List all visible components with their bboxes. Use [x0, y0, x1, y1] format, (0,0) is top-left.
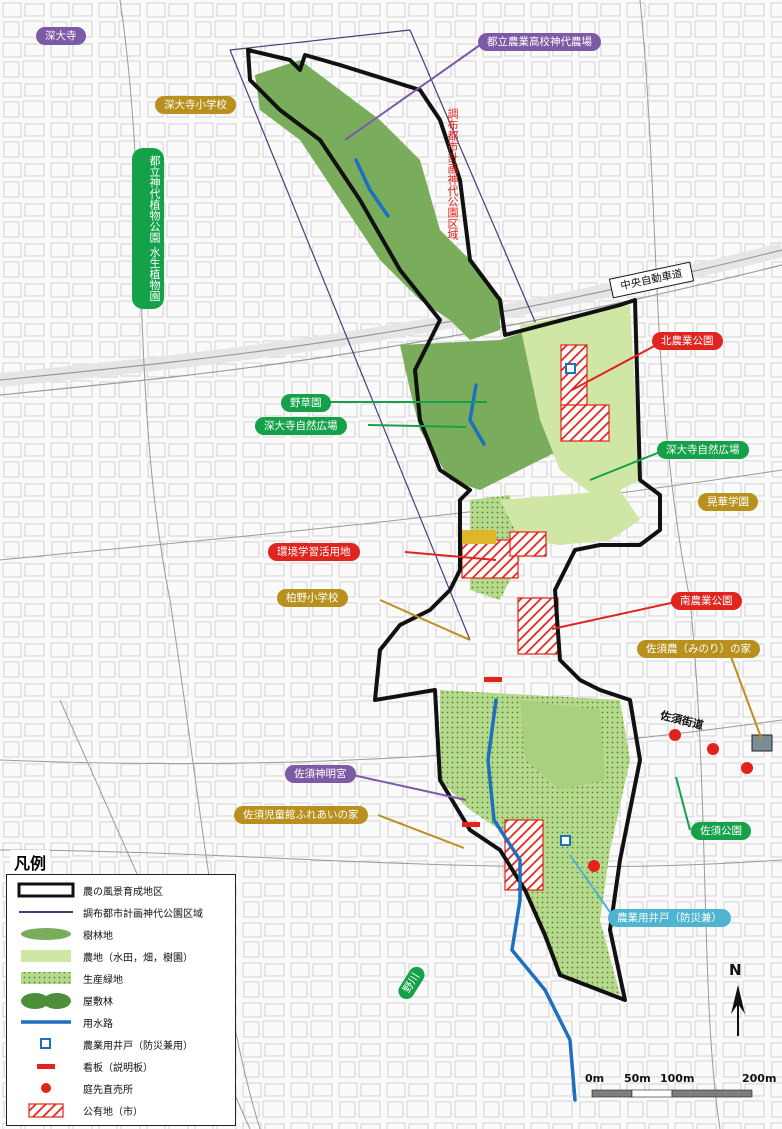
productive-green-icon [21, 972, 71, 984]
legend-text-public: 公有地（市） [83, 1107, 143, 1118]
label-akira-gakuen: 晃華学園 [698, 493, 758, 511]
legend-row-homestead: 屋敷林 [7, 989, 235, 1011]
district-outline [246, 48, 662, 1002]
legend-text-district: 農の風景育成地区 [83, 887, 163, 898]
public-land-sasu [504, 819, 544, 891]
legend-text-sales: 庭先直売所 [83, 1085, 133, 1096]
legend-row-signboard: 看板（説明板） [7, 1055, 235, 1077]
legend-text-homestead: 屋敷林 [83, 997, 113, 1008]
legend-row-public: 公有地（市） [7, 1099, 235, 1121]
public-land-north-farm-park [560, 344, 588, 406]
leader-lines [324, 44, 763, 916]
legend-row-park: 調布都市計画神代公園区域 [7, 901, 235, 923]
label-environment-study-land: 環境学習活用地 [268, 543, 360, 561]
scale-bar [591, 1089, 753, 1098]
label-kashino-elementary: 柏野小学校 [277, 589, 348, 607]
scale-label-200: 200m [742, 1072, 777, 1085]
district-outline-icon [17, 882, 75, 898]
legend-text-woodland: 樹林地 [83, 931, 113, 942]
label-fukadaiji-elementary: 深大寺小学校 [155, 96, 236, 114]
legend-row-district: 農の風景育成地区 [7, 879, 235, 901]
label-sasu-park: 佐須公園 [691, 822, 751, 840]
legend-text-farmland: 農地（水田，畑，樹園） [83, 953, 193, 964]
scale-label-50: 50m [624, 1072, 651, 1085]
scale-label-0: 0m [585, 1072, 605, 1085]
park-boundary-icon [19, 911, 73, 913]
farmland-icon [21, 950, 71, 962]
yellow-patch [462, 530, 496, 544]
direct-sales-points [588, 729, 753, 872]
park-boundary-lines [229, 29, 561, 641]
farm-well-south [560, 835, 571, 846]
legend-text-park: 調布都市計画神代公園区域 [83, 909, 203, 920]
woodland-icon [21, 928, 71, 940]
legend: 農の風景育成地区 調布都市計画神代公園区域 樹林地 農地（水田，畑，樹園） 生産… [6, 874, 236, 1126]
waterway-icon [21, 1020, 71, 1024]
label-fukadaiji: 深大寺 [36, 27, 86, 45]
legend-text-signboard: 看板（説明板） [83, 1063, 153, 1074]
legend-title: 凡例 [10, 850, 51, 874]
north-label: N [729, 961, 742, 979]
legend-text-well: 農業用井戸（防災兼用） [83, 1041, 193, 1052]
north-arrow-icon [731, 985, 745, 1036]
legend-row-well: 農業用井戸（防災兼用） [7, 1033, 235, 1055]
farmland-middle [500, 490, 640, 545]
building-icon [751, 734, 773, 752]
farm-well-north [565, 363, 576, 374]
homestead-forest-icon [21, 993, 71, 1009]
waterways [354, 158, 577, 1102]
label-fukadaiji-nature-plaza-left: 深大寺自然広場 [255, 417, 347, 435]
farm-well-icon [40, 1038, 51, 1049]
signboard-icon [37, 1064, 55, 1069]
label-farm-well: 農業用井戸（防災兼） [608, 909, 731, 927]
public-land-south-farm-park [517, 597, 559, 655]
label-sasu-children-house: 佐須児童館ふれあいの家 [234, 806, 368, 824]
legend-text-waterway: 用水路 [83, 1019, 113, 1030]
public-land-environment-study-2 [509, 531, 547, 557]
public-land-icon [28, 1103, 64, 1118]
legend-row-farmland: 農地（水田，畑，樹園） [7, 945, 235, 967]
legend-text-productive: 生産緑地 [83, 975, 123, 986]
scale-label-100: 100m [660, 1072, 695, 1085]
legend-row-productive: 生産緑地 [7, 967, 235, 989]
signboard-1 [484, 677, 502, 682]
label-south-farm-park: 南農業公園 [671, 592, 742, 610]
label-wild-grass-garden: 野草園 [281, 394, 331, 412]
label-botanical-garden: 都立神代植物公園 水生植物園 [132, 148, 164, 309]
signboard-2 [462, 822, 480, 827]
label-park-area: 調布都市計画神代公園区域 [446, 108, 459, 240]
label-fukadaiji-nature-plaza-right: 深大寺自然広場 [657, 441, 749, 459]
legend-row-woodland: 樹林地 [7, 923, 235, 945]
legend-row-sales: 庭先直売所 [7, 1077, 235, 1099]
label-farm-school: 都立農業高校神代農場 [478, 33, 601, 51]
legend-row-waterway: 用水路 [7, 1011, 235, 1033]
label-north-farm-park: 北農業公園 [652, 332, 723, 350]
label-sasu-farm-house: 佐須農（みのり）の家 [637, 640, 760, 658]
farmland-south [520, 700, 605, 790]
label-sasu-shrine: 佐須神明宮 [285, 765, 356, 783]
public-land-north-farm-park-2 [560, 404, 610, 442]
direct-sales-icon [41, 1083, 51, 1093]
